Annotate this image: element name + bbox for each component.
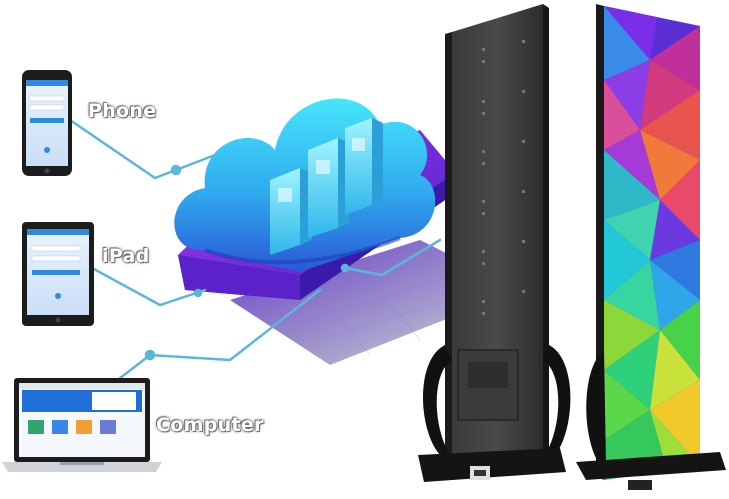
- led-poster-front: [576, 4, 726, 490]
- led-poster-back: [418, 4, 571, 482]
- server-towers: [270, 118, 383, 255]
- ipad-label: iPad: [102, 245, 150, 267]
- smartphone-device: [22, 70, 72, 176]
- tablet-device: [22, 222, 94, 326]
- computer-label: Computer: [156, 414, 264, 436]
- cloud-server-icon: [174, 98, 436, 273]
- connection-wires: [68, 118, 442, 384]
- phone-label: Phone: [88, 100, 157, 122]
- laptop-device: [2, 378, 162, 472]
